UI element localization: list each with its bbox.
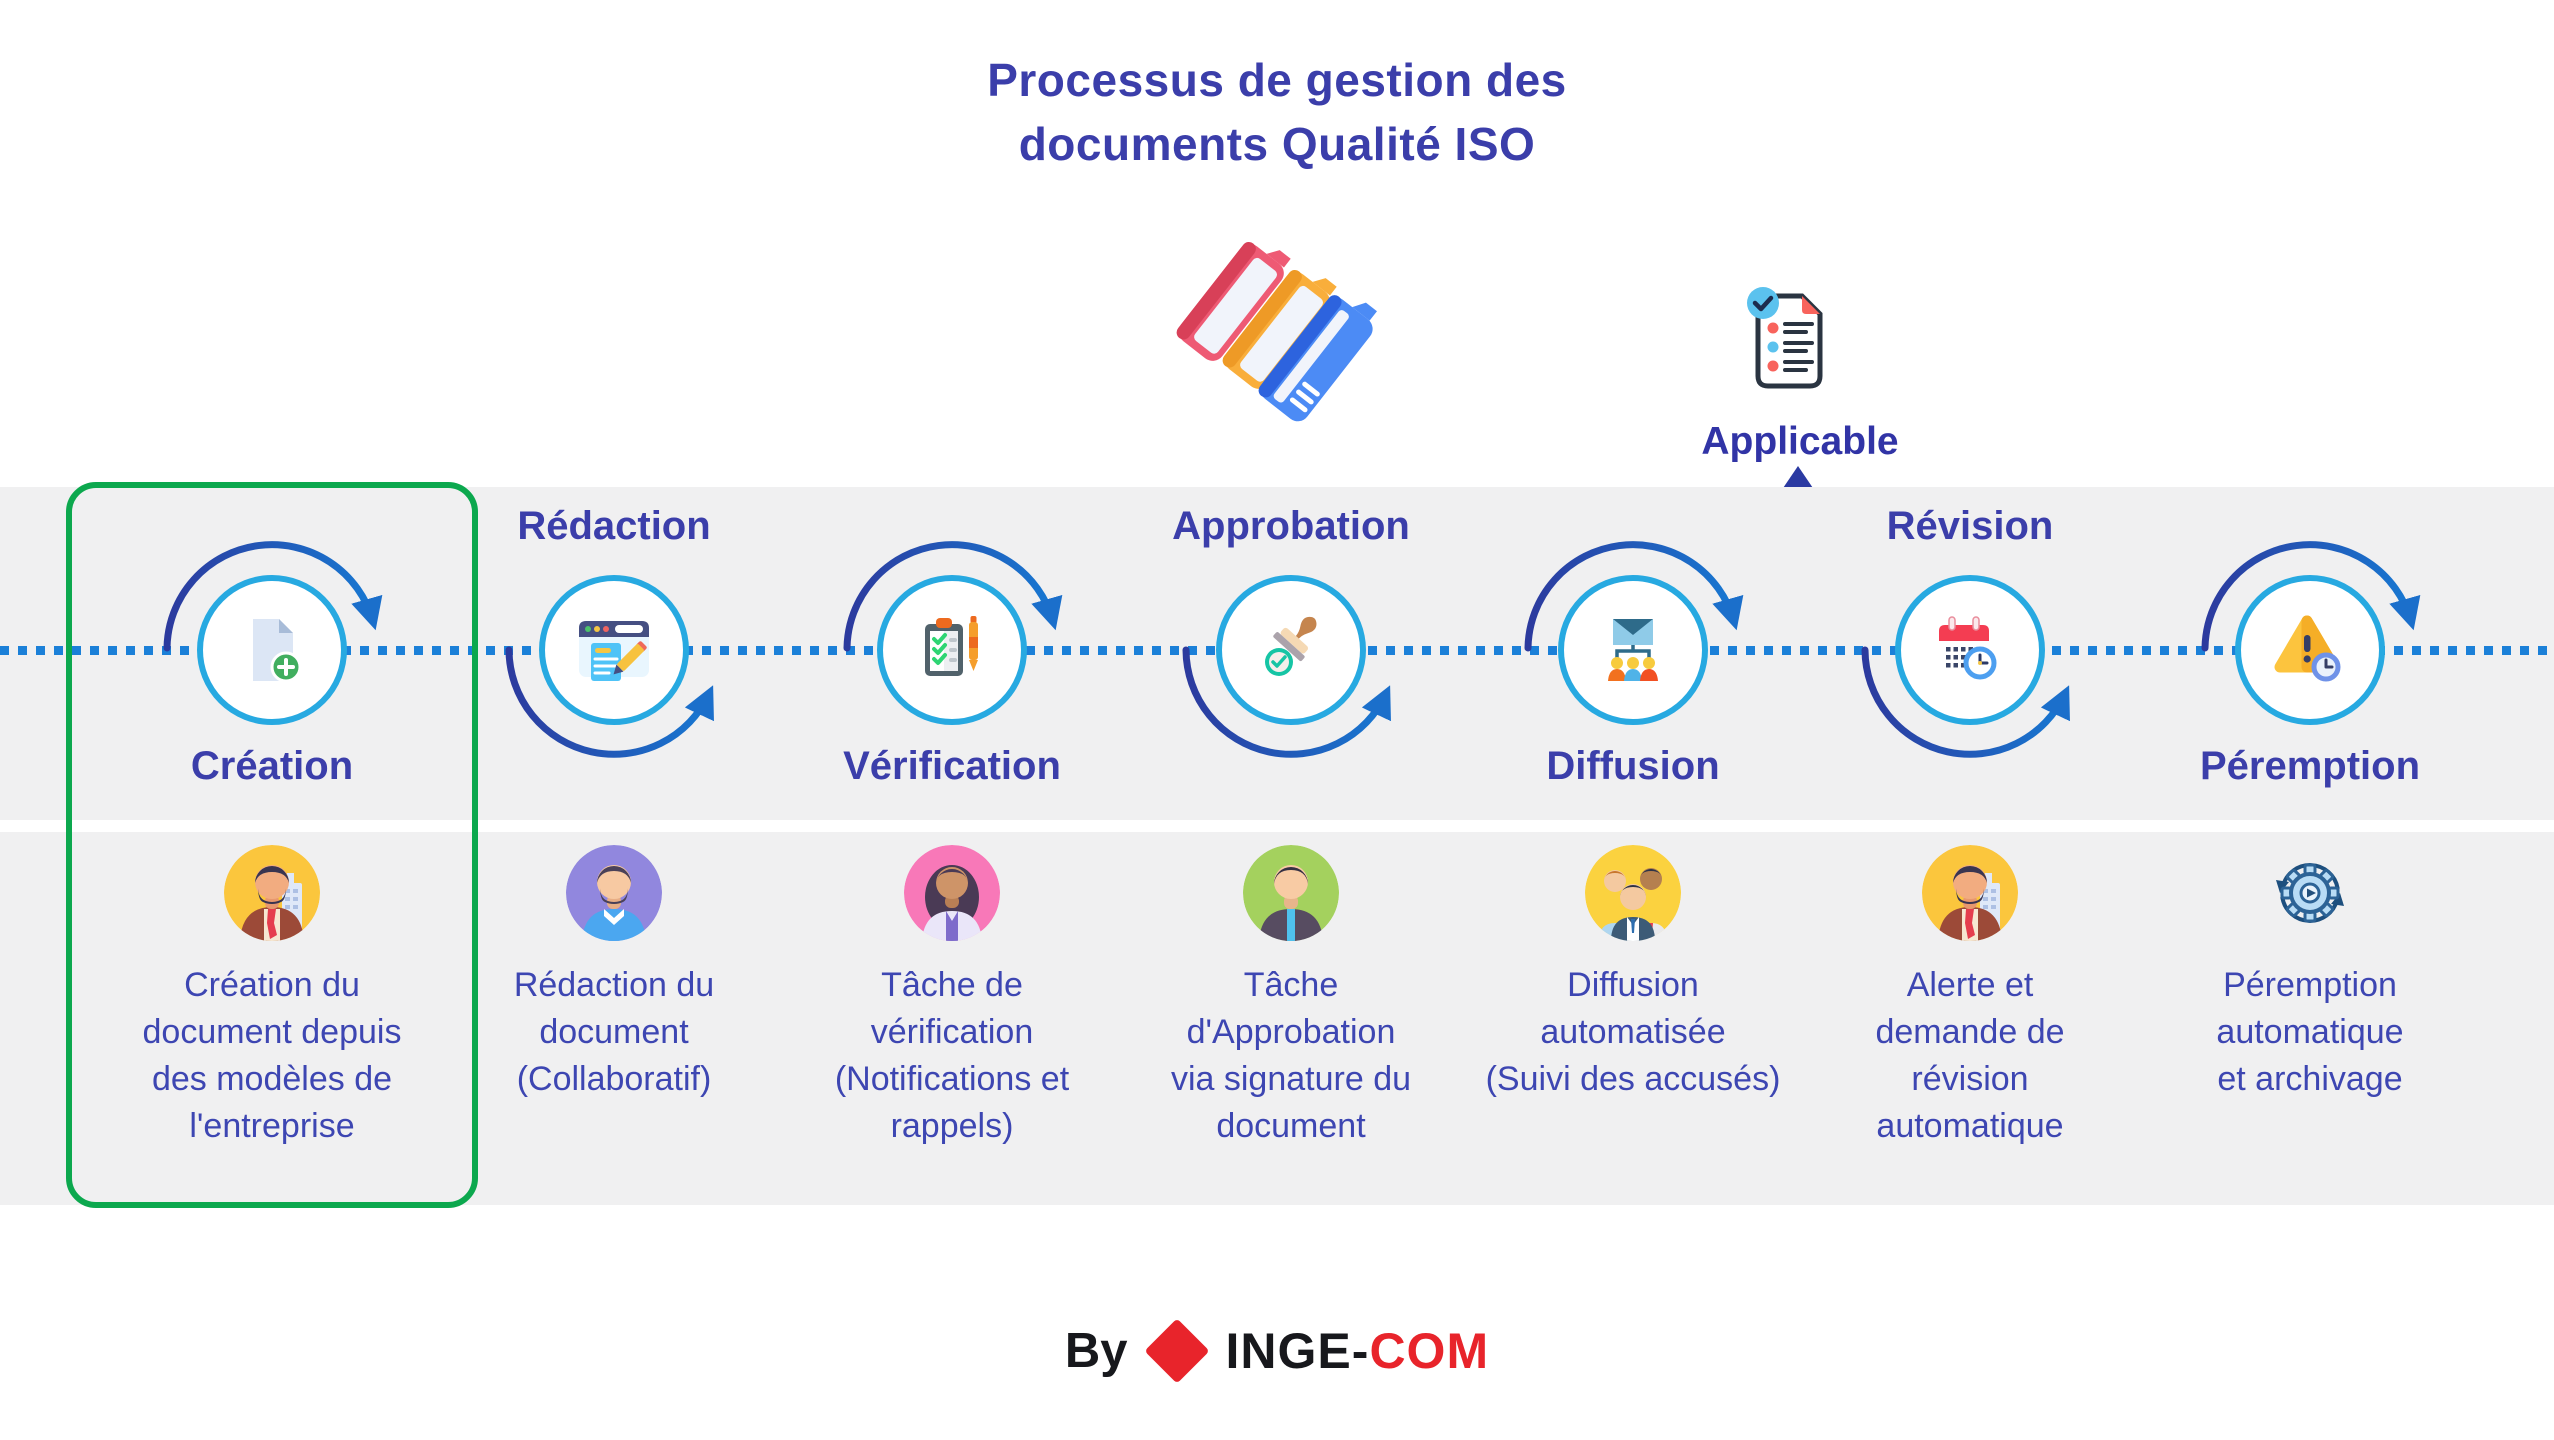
step-description: Alerte et demande de révision automatiqu…: [1875, 966, 2065, 1145]
loop-arrow-icon: [1861, 646, 2070, 758]
step-label: Approbation: [1172, 504, 1410, 548]
by-label: By: [1064, 1324, 1128, 1378]
red-diamond-icon: [1144, 1318, 1210, 1384]
stamp-approved-icon: [1265, 616, 1317, 676]
brand-name: INGE-COM: [1226, 1322, 1490, 1380]
applicable-label: Applicable: [1701, 420, 1899, 463]
step-circle: [197, 575, 347, 725]
footer-logo: By INGE-COM: [0, 1318, 2554, 1384]
step-label: Création: [190, 744, 354, 788]
step-label: Vérification: [843, 744, 1061, 788]
businessman-yellow-avatar: [1922, 845, 2018, 941]
step-description: Diffusion automatisée (Suivi des accusés…: [1485, 966, 1781, 1098]
document-plus-icon: [253, 619, 302, 683]
team-yellow-avatar: [1585, 845, 1681, 941]
step-circle: [1895, 575, 2045, 725]
man-green-avatar: [1243, 845, 1339, 941]
step-circle: [539, 575, 689, 725]
folders-stack-icon: [1176, 241, 1377, 422]
step-label: Rédaction: [517, 504, 711, 548]
step-description: Péremption automatique et archivage: [2216, 966, 2404, 1098]
loop-arrow-icon: [2201, 541, 2421, 652]
step-circle: [877, 575, 1027, 725]
man-purple-avatar: [566, 845, 662, 941]
brand-dark: INGE-: [1225, 1323, 1370, 1379]
step-description: Création du document depuis des modèles …: [142, 966, 402, 1145]
step-label: Révision: [1886, 504, 2054, 548]
step-description: Tâche d'Approbation via signature du doc…: [1170, 966, 1412, 1145]
calendar-clock-icon: [1939, 616, 1997, 680]
step-circle: [1216, 575, 1366, 725]
page-title: Processus de gestion des documents Quali…: [987, 54, 1567, 170]
loop-arrow-icon: [1182, 646, 1391, 758]
step-circle: [1558, 575, 1708, 725]
brand-red: COM: [1369, 1323, 1490, 1379]
loop-arrow-icon: [1524, 541, 1744, 652]
step-circle: [2235, 575, 2385, 725]
businessman-yellow-avatar: [224, 845, 320, 941]
loop-arrow-icon: [163, 541, 383, 652]
woman-pink-avatar: [904, 845, 1000, 941]
highlight-box: [66, 482, 478, 1208]
step-description: Tâche de vérification (Notifications et …: [834, 966, 1070, 1145]
mail-distribution-icon: [1608, 619, 1658, 681]
warning-clock-icon: [2274, 615, 2341, 682]
browser-edit-icon: [579, 621, 649, 681]
clipboard-check-icon: [925, 616, 978, 676]
step-label: Diffusion: [1546, 744, 1720, 788]
automation-gear-icon: [2262, 845, 2358, 941]
step-description: Rédaction du document (Collaboratif): [513, 966, 715, 1098]
loop-arrow-icon: [843, 541, 1063, 652]
loop-arrow-icon: [505, 646, 714, 758]
checklist-document-icon: [1747, 287, 1823, 389]
step-label: Péremption: [2199, 744, 2421, 788]
